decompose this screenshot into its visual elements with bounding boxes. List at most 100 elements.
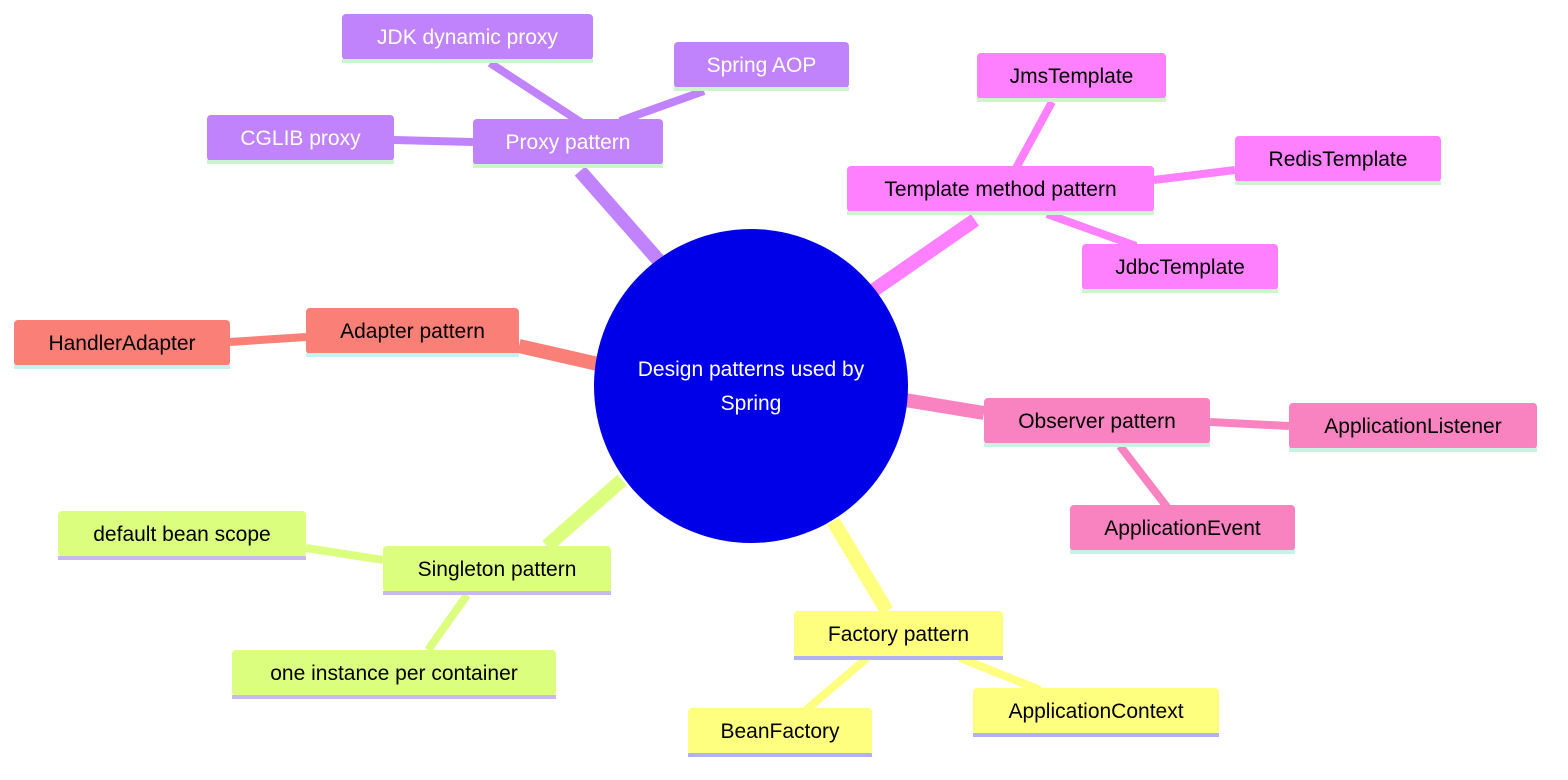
root-node-label-line: Design patterns used by (638, 358, 865, 381)
node-beanfactory-box (688, 708, 872, 754)
edge-template-redis (1153, 166, 1236, 184)
node-jdk-label: JDK dynamic proxy (377, 26, 558, 49)
node-beanfactory[interactable]: BeanFactory (688, 708, 872, 757)
node-jdk-underline (342, 59, 593, 63)
node-proxy-box (473, 119, 663, 165)
node-template-label: Template method pattern (884, 178, 1116, 201)
node-factory[interactable]: Factory pattern (794, 611, 1003, 660)
node-singleton-label: Singleton pattern (418, 558, 577, 581)
node-scope-box (58, 511, 306, 557)
edge-root-observer (903, 393, 986, 420)
edge-root-adapter (517, 339, 600, 371)
node-redis-box (1235, 136, 1441, 182)
edge-factory-beanfactory (803, 654, 870, 714)
node-scope-label: default bean scope (93, 523, 270, 546)
node-redis-underline (1235, 181, 1441, 185)
node-observer[interactable]: Observer pattern (984, 398, 1210, 447)
node-cglib[interactable]: CGLIB proxy (207, 115, 394, 164)
node-listener-underline (1289, 448, 1537, 452)
node-event-label: ApplicationEvent (1104, 517, 1261, 540)
node-beanfactory-label: BeanFactory (720, 720, 840, 743)
node-jdbc-box (1082, 244, 1278, 290)
node-factory-box (794, 611, 1003, 657)
node-factory-underline (794, 656, 1003, 660)
node-aop-box (674, 42, 849, 88)
node-cglib-box (207, 115, 394, 161)
node-factory-label: Factory pattern (828, 623, 969, 646)
node-template[interactable]: Template method pattern (847, 166, 1154, 215)
edge-observer-listener (1209, 418, 1290, 430)
node-proxy-underline (473, 164, 663, 168)
node-instance-underline (232, 695, 556, 699)
edge-factory-appcontext (958, 654, 1042, 694)
edge-root-factory (826, 517, 894, 615)
node-singleton-underline (383, 591, 611, 595)
edge-layer (229, 59, 1290, 714)
node-appcontext-label: ApplicationContext (1008, 700, 1183, 723)
node-redis[interactable]: RedisTemplate (1235, 136, 1441, 185)
edge-adapter-handler (229, 333, 307, 346)
node-aop-underline (674, 87, 849, 91)
node-handler[interactable]: HandlerAdapter (14, 320, 230, 369)
node-adapter[interactable]: Adapter pattern (306, 308, 519, 357)
node-proxy[interactable]: Proxy pattern (473, 119, 663, 168)
edge-proxy-cglib (393, 136, 474, 146)
node-jms-label: JmsTemplate (1010, 65, 1134, 88)
node-template-underline (847, 211, 1154, 215)
node-scope[interactable]: default bean scope (58, 511, 306, 560)
node-scope-underline (58, 556, 306, 560)
node-instance-label: one instance per container (270, 662, 518, 685)
node-cglib-underline (207, 160, 394, 164)
node-listener-box (1289, 403, 1537, 449)
node-aop[interactable]: Spring AOP (674, 42, 849, 91)
node-adapter-box (306, 308, 519, 354)
node-jdbc[interactable]: JdbcTemplate (1082, 244, 1278, 293)
node-aop-label: Spring AOP (707, 54, 817, 77)
node-event-box (1070, 505, 1295, 551)
node-instance-box (232, 650, 556, 696)
node-singleton-box (383, 546, 611, 592)
root-node[interactable] (594, 229, 908, 543)
node-event-underline (1070, 550, 1295, 554)
node-observer-label: Observer pattern (1018, 410, 1176, 433)
node-instance[interactable]: one instance per container (232, 650, 556, 699)
node-listener[interactable]: ApplicationListener (1289, 403, 1537, 452)
node-singleton[interactable]: Singleton pattern (383, 546, 611, 595)
node-jms-box (977, 53, 1166, 99)
node-beanfactory-underline (688, 753, 872, 757)
edge-root-proxy (574, 166, 666, 267)
node-template-box (847, 166, 1154, 212)
node-adapter-underline (306, 353, 519, 357)
edge-template-jdbc (1045, 210, 1138, 250)
edge-proxy-jdk (487, 59, 585, 127)
node-jdk[interactable]: JDK dynamic proxy (342, 14, 593, 63)
node-jms[interactable]: JmsTemplate (977, 53, 1166, 102)
node-jdk-box (342, 14, 593, 60)
node-appcontext[interactable]: ApplicationContext (973, 688, 1219, 737)
edge-singleton-scope (305, 544, 384, 564)
node-listener-label: ApplicationListener (1324, 415, 1501, 438)
edge-singleton-instance (424, 592, 471, 653)
root-node-label-line: Spring (721, 392, 782, 415)
edge-observer-event (1116, 443, 1171, 510)
node-handler-box (14, 320, 230, 366)
node-jdbc-label: JdbcTemplate (1115, 256, 1245, 279)
root-node-label: Design patterns used by Spring (638, 358, 865, 415)
node-appcontext-underline (973, 733, 1219, 737)
node-proxy-label: Proxy pattern (506, 131, 631, 154)
node-appcontext-box (973, 688, 1219, 734)
edge-root-singleton (542, 474, 627, 552)
node-jdbc-underline (1082, 289, 1278, 293)
node-cglib-label: CGLIB proxy (240, 127, 361, 150)
node-jms-underline (977, 98, 1166, 102)
node-handler-underline (14, 365, 230, 369)
edge-template-jms (1011, 100, 1056, 172)
node-observer-box (984, 398, 1210, 444)
node-event[interactable]: ApplicationEvent (1070, 505, 1295, 554)
node-observer-underline (984, 443, 1210, 447)
node-handler-label: HandlerAdapter (48, 332, 195, 355)
edge-root-template (870, 214, 979, 296)
edge-proxy-aop (618, 87, 706, 125)
